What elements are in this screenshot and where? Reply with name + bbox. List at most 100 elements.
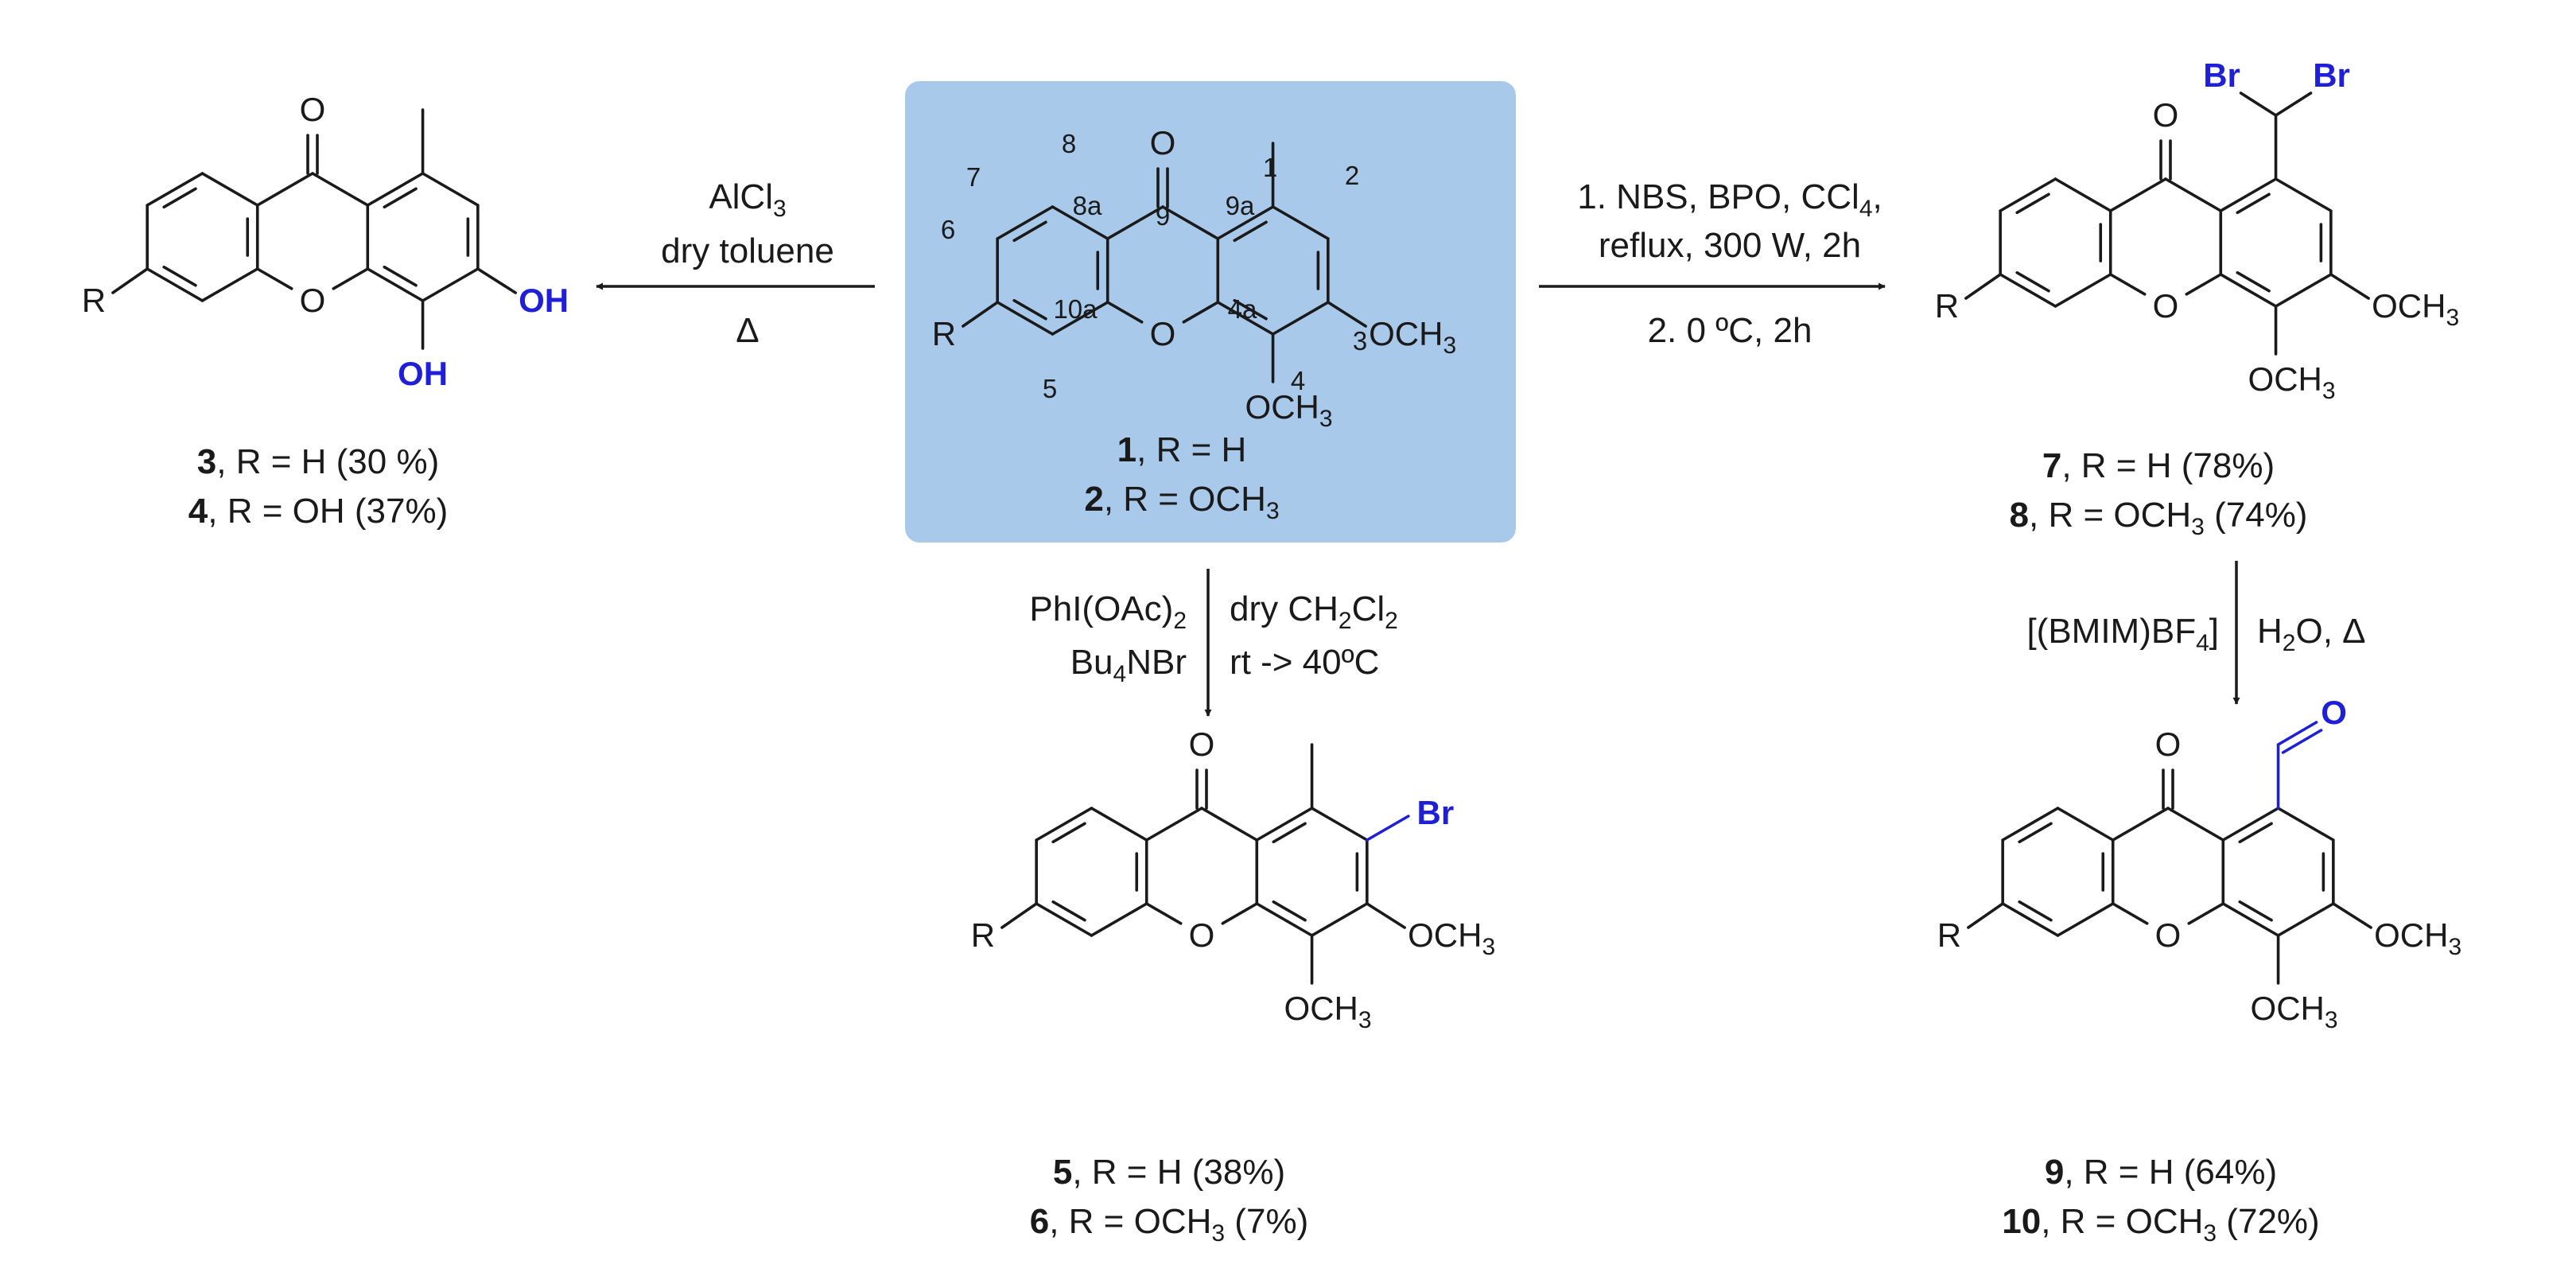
reagent-water-heat: H2O, Δ — [2257, 612, 2366, 656]
r-substituent-label: R — [82, 282, 106, 319]
bond-C4a-O10 — [2185, 273, 2223, 296]
reagent-bu4nbr: Bu4NBr — [1070, 643, 1187, 687]
locant-8a: 8a — [1073, 191, 1102, 220]
bond-C9-C9a — [1161, 205, 1220, 240]
bond-CH-Br-right — [2274, 91, 2313, 117]
bond-C10a-O10 — [255, 267, 293, 290]
bond-C6-R — [1967, 902, 2004, 929]
c4-substituent-label: OCH3 — [2248, 360, 2336, 404]
locant-7: 7 — [966, 162, 981, 192]
c3-substituent-label: OCH3 — [1369, 315, 1456, 359]
double-C4-C4a — [2236, 270, 2271, 293]
bond-C8-C7 — [146, 172, 204, 207]
double-C9a-C1 — [383, 187, 418, 209]
double-C6-C5 — [2015, 270, 2050, 293]
bromine-right-label: Br — [2313, 56, 2350, 94]
bond-C10a-O10 — [1144, 902, 1183, 925]
carbonyl-oxygen-label: O — [300, 91, 326, 128]
double-C9a-C1 — [2238, 822, 2273, 844]
starting-material-highlight — [905, 81, 1516, 543]
bond-C5-C10a — [1051, 301, 1109, 336]
bond-C5-C10a — [2056, 902, 2115, 937]
double-C4-C4a — [383, 265, 418, 287]
double-C4-C4a — [1272, 900, 1307, 922]
double-C8-C7 — [1051, 822, 1086, 844]
c3-substituent-label: OCH3 — [1408, 916, 1495, 960]
compound-number: 6 — [1030, 1202, 1049, 1241]
bond-C9a-C1 — [2221, 807, 2280, 842]
reagent-ionic-liquid: [(BMIM)BF4] — [2026, 612, 2219, 656]
bond-C8a-C9 — [2108, 177, 2167, 212]
double-C6-C5 — [1051, 900, 1086, 922]
bond-C6-C5 — [1999, 273, 2057, 308]
compound-number: 5 — [1053, 1153, 1072, 1192]
ring-oxygen-label: O — [1189, 916, 1215, 954]
bond-C6-C5 — [146, 267, 204, 302]
aldehyde-caption-0: 9, R = H (64%) — [2045, 1153, 2277, 1192]
r-substituent-label: R — [1935, 287, 1959, 325]
bromo-caption-0: 5, R = H (38%) — [1053, 1153, 1285, 1192]
bond-C6-R — [962, 301, 999, 328]
bond-C3-C4 — [2276, 902, 2335, 937]
bond-C8-C7 — [2001, 807, 2060, 842]
double-C8-C7 — [2015, 193, 2050, 215]
bromine-left-label: Br — [2203, 56, 2240, 94]
bond-C1-C2 — [1310, 807, 1369, 842]
bond-C4a-O10 — [1182, 301, 1220, 324]
bond-C9a-C1 — [1255, 807, 1314, 842]
double-C6-C5 — [162, 265, 197, 287]
bond-C4-C4a — [1255, 902, 1314, 937]
c3-substituent-label: OCH3 — [2372, 287, 2459, 331]
solvent-ch2cl2: dry CH2Cl2 — [1230, 589, 1398, 634]
ring-oxygen-label: O — [300, 282, 326, 319]
double-C6-C5 — [2018, 900, 2053, 922]
bond-C9-C9a — [311, 172, 370, 207]
reagent-step2: 2. 0 ºC, 2h — [1648, 311, 1813, 350]
bond-C4-C4a — [366, 267, 425, 302]
bond-C10a-O10 — [1105, 301, 1144, 324]
compound-number: 1 — [1117, 430, 1136, 469]
bond-C8a-C9 — [2111, 807, 2170, 842]
start-caption-0: 1, R = H — [1117, 430, 1247, 469]
bond-C6-R — [111, 267, 149, 294]
start-caption-1: 2, R = OCH3 — [1084, 480, 1279, 524]
c3-substituent-label: OH — [519, 282, 569, 319]
bond-C10a-O10 — [2108, 273, 2147, 296]
bond-C8a-C9 — [1105, 205, 1164, 240]
bond-C6-C5 — [996, 301, 1055, 336]
bond-C9-C9a — [2166, 807, 2225, 842]
locant-4: 4 — [1291, 366, 1305, 395]
bond-C5-C10a — [1090, 902, 1148, 937]
bond-C6-C5 — [1035, 902, 1094, 937]
double-C9a-C1 — [1272, 822, 1307, 844]
heat-symbol: Δ — [736, 311, 759, 350]
bond-C1-C2 — [2276, 807, 2335, 842]
bond-C3-substituent — [1366, 902, 1406, 929]
compound-number: 9 — [2045, 1153, 2064, 1192]
locant-10a: 10a — [1053, 294, 1098, 324]
bond-C3-substituent — [476, 267, 517, 294]
bond-C6-C5 — [2001, 902, 2060, 937]
ring-oxygen-label: O — [2155, 916, 2182, 954]
ring-oxygen-label: O — [1150, 315, 1176, 352]
temperature-range: rt -> 40ºC — [1230, 643, 1379, 682]
bond-C4-C4a — [2219, 273, 2278, 308]
carbonyl-oxygen-label: O — [2155, 725, 2182, 763]
aldehyde-caption-1: 10, R = OCH3 (72%) — [2002, 1202, 2319, 1247]
bond-C4a-O10 — [332, 267, 370, 290]
double-C4-C4a — [2238, 900, 2273, 922]
bond-C8a-C9 — [1144, 807, 1203, 842]
bond-C3-substituent — [2332, 902, 2372, 929]
locant-9: 9 — [1156, 201, 1170, 231]
bond-C3-C4 — [1310, 902, 1369, 937]
bond-C8a-C9 — [255, 172, 314, 207]
bond-C3-substituent — [1327, 301, 1367, 328]
r-substituent-label: R — [1937, 916, 1961, 954]
bond-C3-C4 — [2274, 273, 2333, 308]
bond-C8a-C8 — [2053, 177, 2112, 212]
compound-number: 2 — [1084, 480, 1103, 519]
reagent-solvent-toluene: dry toluene — [661, 231, 834, 270]
c4-substituent-label: OH — [398, 355, 448, 392]
